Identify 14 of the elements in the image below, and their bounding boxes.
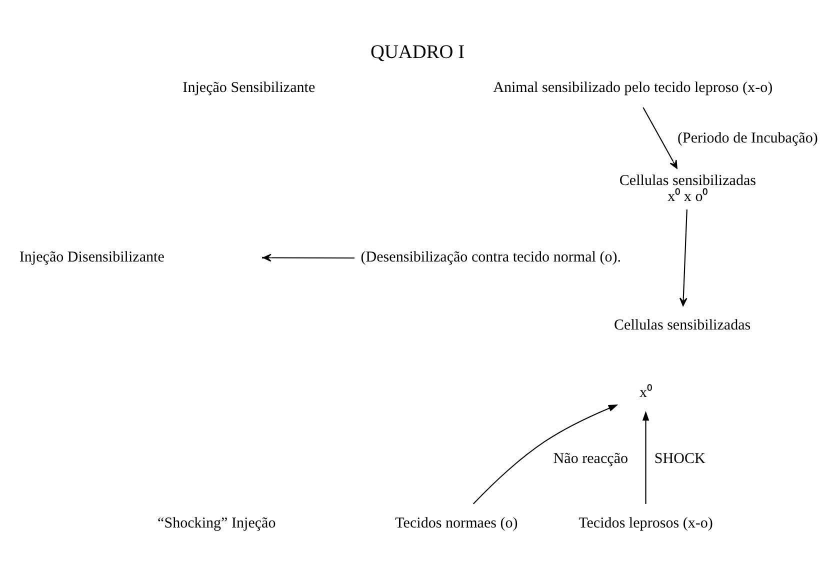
node-text: Cellulas sensibilizadas xyxy=(614,317,751,334)
edge-label: SHOCK xyxy=(654,450,706,467)
label: Injeção Disensibilizante xyxy=(19,250,164,266)
node-text: x⁰ xyxy=(640,385,652,402)
diagram-title: QUADRO I xyxy=(370,42,465,64)
label: “Shocking” Injeção xyxy=(158,515,276,532)
edge-label: (Periodo de Incubação) xyxy=(677,130,818,146)
node-text: (Desensibilização contra tecido normal (o). xyxy=(360,250,622,266)
label: Injeção Sensibilizante xyxy=(182,80,316,96)
node-text: Cellulas sensibilizadas x⁰ x o⁰ xyxy=(619,172,756,205)
edge-label: Não reacção xyxy=(553,450,628,467)
node-text: Animal sensibilizado pelo tecido leproso (x-o) xyxy=(493,80,773,96)
node-text: Tecidos leprosos (x-o) xyxy=(578,515,713,532)
node-text: Tecidos normaes (o) xyxy=(395,515,518,532)
